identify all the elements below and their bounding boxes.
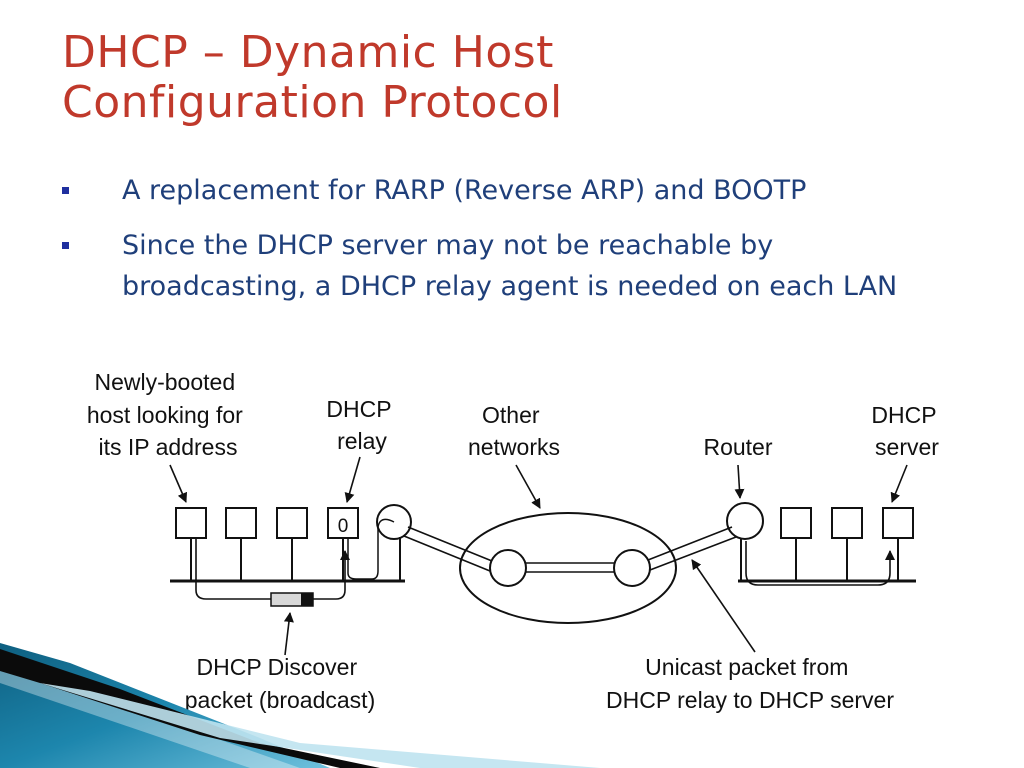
other-networks: [459, 512, 677, 624]
host-label: Newly-booted host looking for its IP add…: [87, 369, 249, 460]
broadcast-path: [195, 538, 350, 607]
bullet-text: Since the DHCP server may not be reachab…: [122, 230, 898, 302]
lan-host-box: [831, 507, 863, 539]
bullet-square-icon: [62, 242, 69, 249]
slide-title: DHCP – Dynamic Host Configuration Protoc…: [62, 28, 563, 128]
bullet-text: A replacement for RARP (Reverse ARP) and…: [122, 175, 807, 206]
server-label: DHCP server: [871, 402, 942, 460]
unicast-path: [745, 541, 895, 586]
pointer-arrows: [169, 456, 908, 656]
lan-host-box: [276, 507, 308, 539]
relay-connection: [347, 518, 395, 580]
bullet-item: Since the DHCP server may not be reachab…: [62, 225, 962, 307]
discover-label: DHCP Discover packet (broadcast): [185, 654, 375, 713]
lan-host-box: [780, 507, 812, 539]
server-box: [882, 507, 914, 539]
router-label: Router: [703, 434, 772, 460]
bullet-square-icon: [62, 187, 69, 194]
left-lan: [170, 504, 412, 583]
dhcp-relay-diagram: Newly-booted host looking for its IP add…: [87, 369, 942, 713]
relay-box-label: 0: [338, 516, 349, 537]
relay-label: DHCP relay: [326, 396, 397, 454]
lan-host-box: [175, 507, 207, 539]
backbone-link: [403, 526, 737, 573]
lan-host-box: [225, 507, 257, 539]
networks-label: Other networks: [468, 402, 560, 460]
right-lan: [726, 502, 916, 583]
title-line-1: DHCP – Dynamic Host: [62, 27, 554, 78]
title-line-2: Configuration Protocol: [62, 77, 563, 128]
unicast-label: Unicast packet from DHCP relay to DHCP s…: [606, 654, 894, 713]
bullet-list: A replacement for RARP (Reverse ARP) and…: [62, 170, 962, 321]
bullet-item: A replacement for RARP (Reverse ARP) and…: [62, 170, 962, 211]
decorative-swoosh: [0, 643, 600, 768]
